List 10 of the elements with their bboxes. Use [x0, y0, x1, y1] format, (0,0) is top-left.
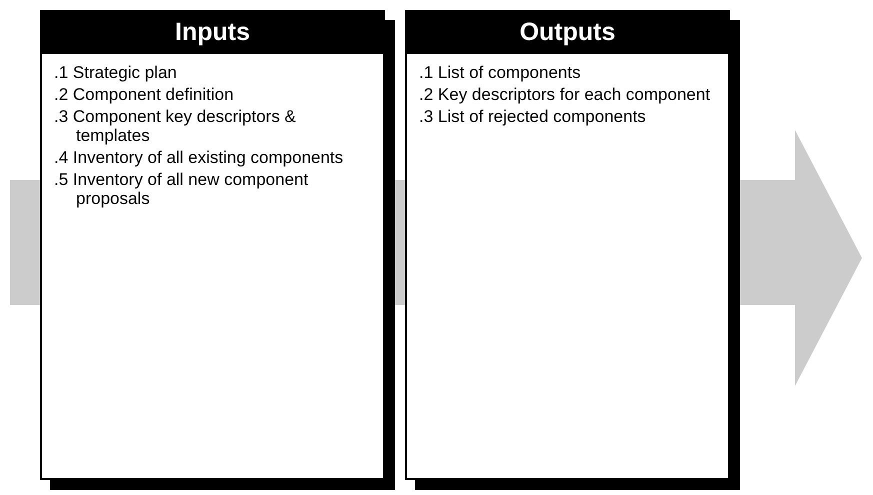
list-item: .5 Inventory of all new component proposals	[54, 170, 310, 208]
list-item: .3 Component key descriptors & templates	[54, 107, 297, 145]
list-item: .2 Key descriptors for each component	[419, 85, 712, 104]
list-item: .3 List of rejected components	[419, 107, 647, 126]
card-heading: Outputs	[407, 12, 728, 54]
list-item: .4 Inventory of all existing components	[54, 148, 344, 167]
card-heading: Inputs	[42, 12, 383, 54]
list-item: .1 Strategic plan	[54, 63, 178, 82]
list-item: .2 Component definition	[54, 85, 235, 104]
list-item: .1 List of components	[419, 63, 582, 82]
